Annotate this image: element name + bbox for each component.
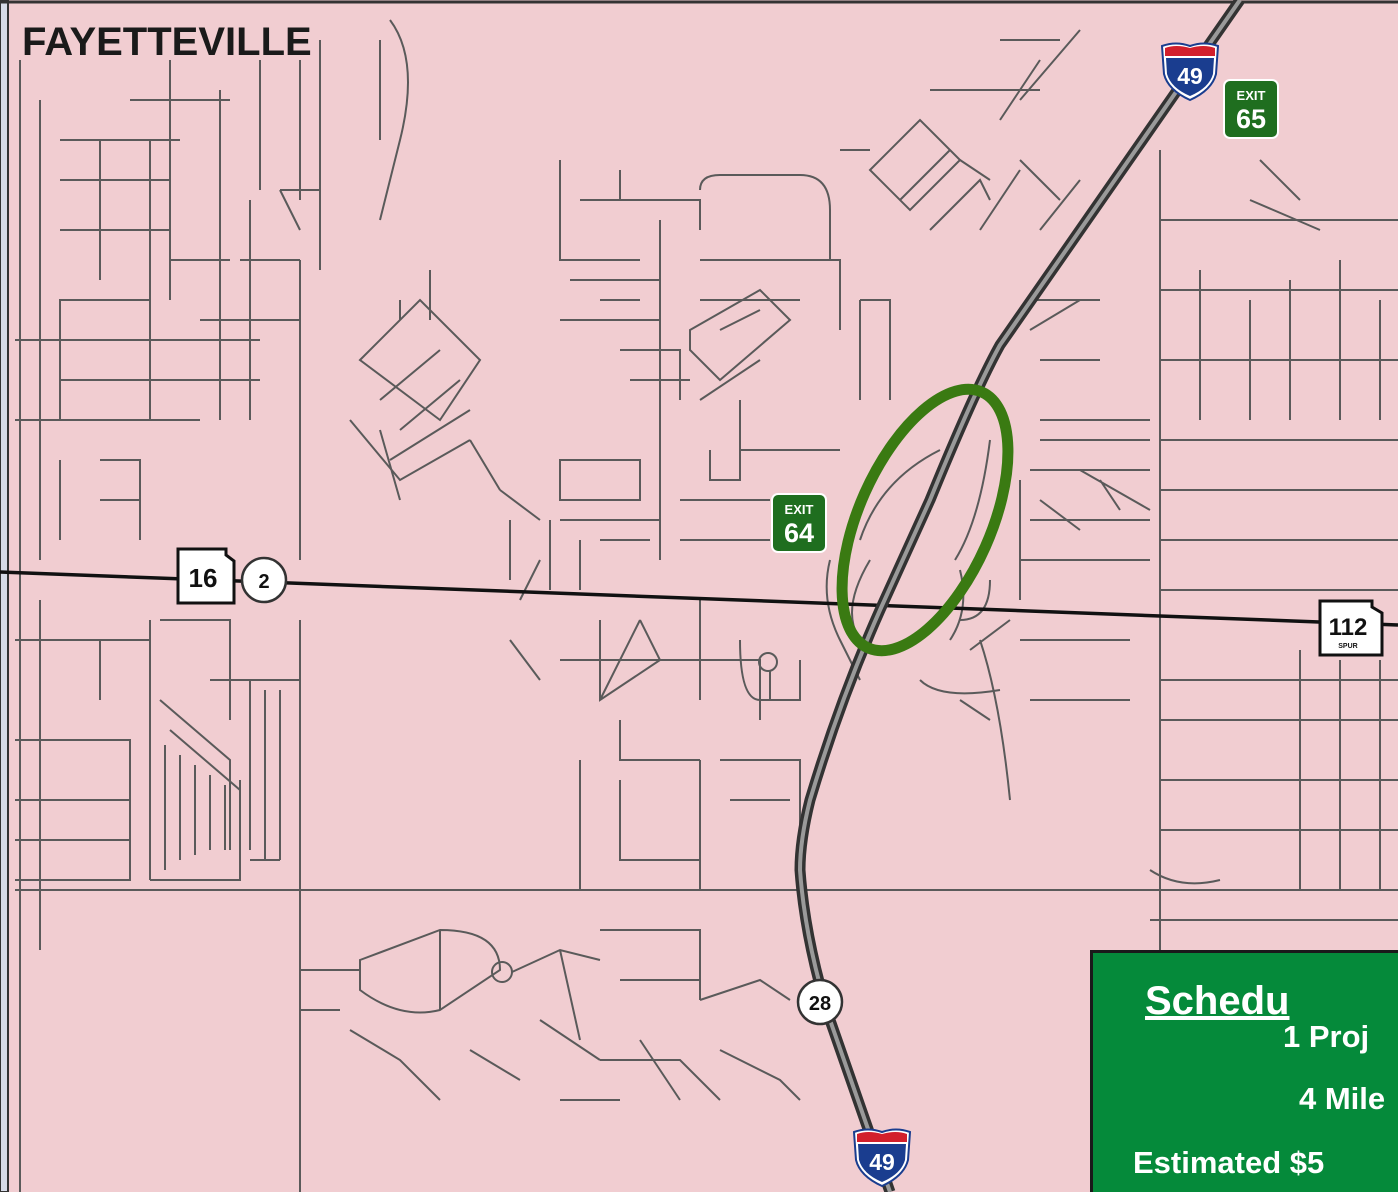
ar16-number: 16 (189, 563, 218, 593)
panel-line-miles: 4 Mile (1299, 1081, 1386, 1116)
interstate-49 (794, 0, 1245, 1192)
project-highlight-ellipse (836, 383, 1014, 657)
ar112-number: 112 (1329, 614, 1368, 641)
i49-north-number: 49 (1177, 63, 1203, 89)
county28-number: 28 (809, 993, 831, 1015)
i49-north-shield: 49 (1160, 42, 1220, 102)
exit-65-label: EXIT (1237, 88, 1266, 103)
local-streets (15, 19, 1398, 1192)
county28-marker: 28 (796, 978, 844, 1026)
i49-south-shield: 49 (852, 1128, 912, 1188)
ar112-sub-label: SPUR (1338, 643, 1357, 650)
exit-64-label: EXIT (785, 502, 814, 517)
panel-title: Schedu (1145, 979, 1290, 1023)
exit-65-sign: EXIT 65 (1223, 79, 1279, 139)
left-edge-band (0, 0, 9, 1192)
panel-line-projects: 1 Proj (1283, 1019, 1370, 1054)
county2-number: 2 (258, 571, 269, 593)
ar112-shield: 112 SPUR (1318, 599, 1384, 657)
county2-marker: 2 (240, 556, 288, 604)
city-label: FAYETTEVILLE (22, 20, 312, 64)
exit-65-number: 65 (1236, 104, 1266, 134)
schedule-panel: Schedu 1 Proj 4 Mile Estimated $5 (1090, 950, 1398, 1192)
exit-64-sign: EXIT 64 (771, 493, 827, 553)
exit-64-number: 64 (784, 518, 814, 548)
i49-south-number: 49 (869, 1149, 895, 1175)
panel-line-estimate: Estimated $5 (1133, 1145, 1325, 1180)
ar16-shield: 16 (176, 547, 236, 605)
